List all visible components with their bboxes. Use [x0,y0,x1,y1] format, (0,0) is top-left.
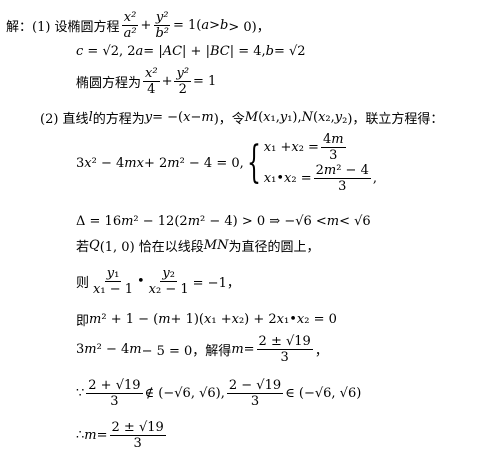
line-7: 若 Q(1, 0) 恰在以线段 MN 为直径的圆上， [76,238,320,255]
brace: { [246,137,261,188]
